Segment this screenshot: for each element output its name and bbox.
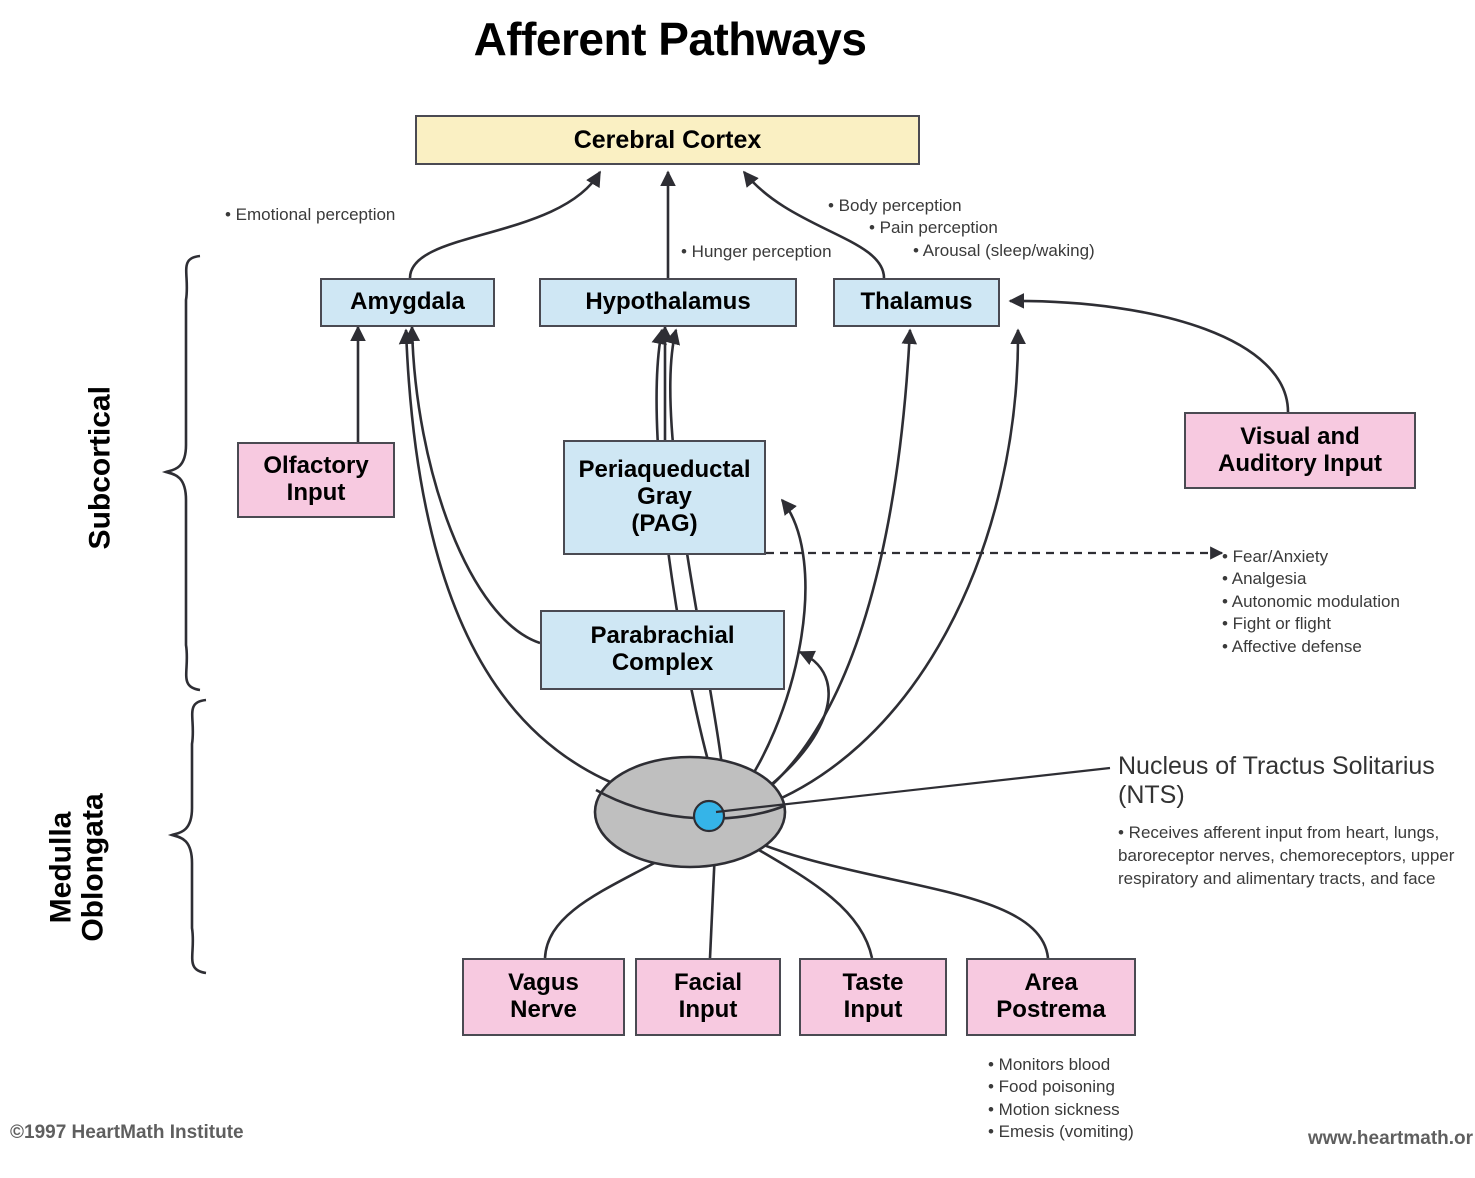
edge-amygdala-cortex [408, 170, 602, 279]
annotation-pain-perception: • Pain perception [869, 218, 998, 237]
node-label: Hypothalamus [585, 288, 751, 316]
subcortical-brace [161, 254, 201, 692]
nts-caption-title: Nucleus of Tractus Solitarius (NTS) [1118, 752, 1435, 809]
edge-visual-thalamus [1008, 293, 1290, 413]
node-label-line2: Input [678, 996, 738, 1023]
node-label: Amygdala [350, 288, 465, 316]
edge-nts-hypothalamus [651, 328, 724, 807]
nts-caption-body: • Receives afferent input from heart, lu… [1118, 823, 1455, 888]
edge-areapostrema-nts [724, 826, 1050, 959]
node-label-line3: (PAG) [631, 509, 698, 537]
node-label-line2: Input [286, 479, 346, 506]
region-label-subcortical: Subcortical [83, 386, 117, 550]
node-label-line1: Olfactory [263, 452, 369, 480]
page-title: Afferent Pathways [473, 13, 867, 65]
node-label: Cerebral Cortex [573, 126, 762, 154]
node-label-line2: Nerve [510, 996, 577, 1023]
nts-leader-line [715, 766, 1111, 814]
node-amygdala[interactable]: Amygdala [320, 278, 495, 327]
node-cerebral-cortex[interactable]: Cerebral Cortex [415, 115, 920, 165]
annotation-arousal: • Arousal (sleep/waking) [913, 241, 1095, 260]
edge-parabrachial-amygdala [404, 325, 541, 645]
node-label-line2: Postrema [996, 996, 1106, 1023]
edge-nts-thalamus [735, 328, 918, 814]
edge-vagus-nts [543, 826, 714, 959]
annotation-body-perception: • Body perception [828, 196, 962, 215]
node-olfactory-input[interactable]: Olfactory Input [237, 442, 395, 518]
annotation-emotional-perception: • Emotional perception [225, 205, 396, 224]
node-label-line1: Visual and [1240, 422, 1360, 450]
node-periaqueductal-gray[interactable]: Periaqueductal Gray (PAG) [563, 440, 766, 555]
node-vagus-nerve[interactable]: Vagus Nerve [462, 958, 625, 1036]
edge-taste-nts [720, 826, 874, 959]
node-parabrachial-complex[interactable]: Parabrachial Complex [540, 610, 785, 690]
copyright-text: ©1997 HeartMath Institute [10, 1122, 244, 1143]
node-label-line1: Taste [842, 969, 904, 997]
node-label: Thalamus [860, 288, 973, 316]
nts-oval-crease [595, 788, 785, 820]
annotation-area-postrema-effects: • Monitors blood • Food poisoning • Moti… [988, 1055, 1134, 1142]
node-label-line1: Periaqueductal [578, 456, 751, 484]
node-taste-input[interactable]: Taste Input [799, 958, 947, 1036]
node-label-line1: Parabrachial [590, 622, 735, 650]
node-label-line2: Input [843, 996, 903, 1023]
edge-facial-nts [707, 826, 724, 959]
node-label-line2: Complex [611, 649, 714, 676]
annotation-hunger-perception: • Hunger perception [681, 242, 832, 261]
node-thalamus[interactable]: Thalamus [833, 278, 1000, 327]
website-url[interactable]: www.heartmath.or [1308, 1128, 1474, 1149]
node-facial-input[interactable]: Facial Input [635, 958, 781, 1036]
node-label-line2: Auditory Input [1218, 449, 1382, 477]
nts-node [692, 799, 726, 833]
nts-oval [593, 755, 787, 869]
node-hypothalamus[interactable]: Hypothalamus [539, 278, 797, 327]
node-label-line2: Gray [637, 483, 692, 511]
medulla-brace [167, 698, 207, 975]
node-label-line1: Area [1024, 969, 1078, 997]
node-area-postrema[interactable]: Area Postrema [966, 958, 1136, 1036]
node-label-line1: Vagus [508, 969, 579, 997]
edge-nts-hypothalamus-2 [664, 328, 728, 806]
node-label-line1: Facial [673, 969, 743, 997]
edge-nts-thalamus-2 [739, 328, 1026, 816]
node-visual-auditory-input[interactable]: Visual and Auditory Input [1184, 412, 1416, 489]
edge-nts-amygdala [398, 328, 715, 812]
annotation-pag-effects: • Fear/Anxiety • Analgesia • Autonomic m… [1222, 547, 1400, 656]
region-label-medulla-oblongata: Medulla Oblongata [44, 793, 110, 942]
